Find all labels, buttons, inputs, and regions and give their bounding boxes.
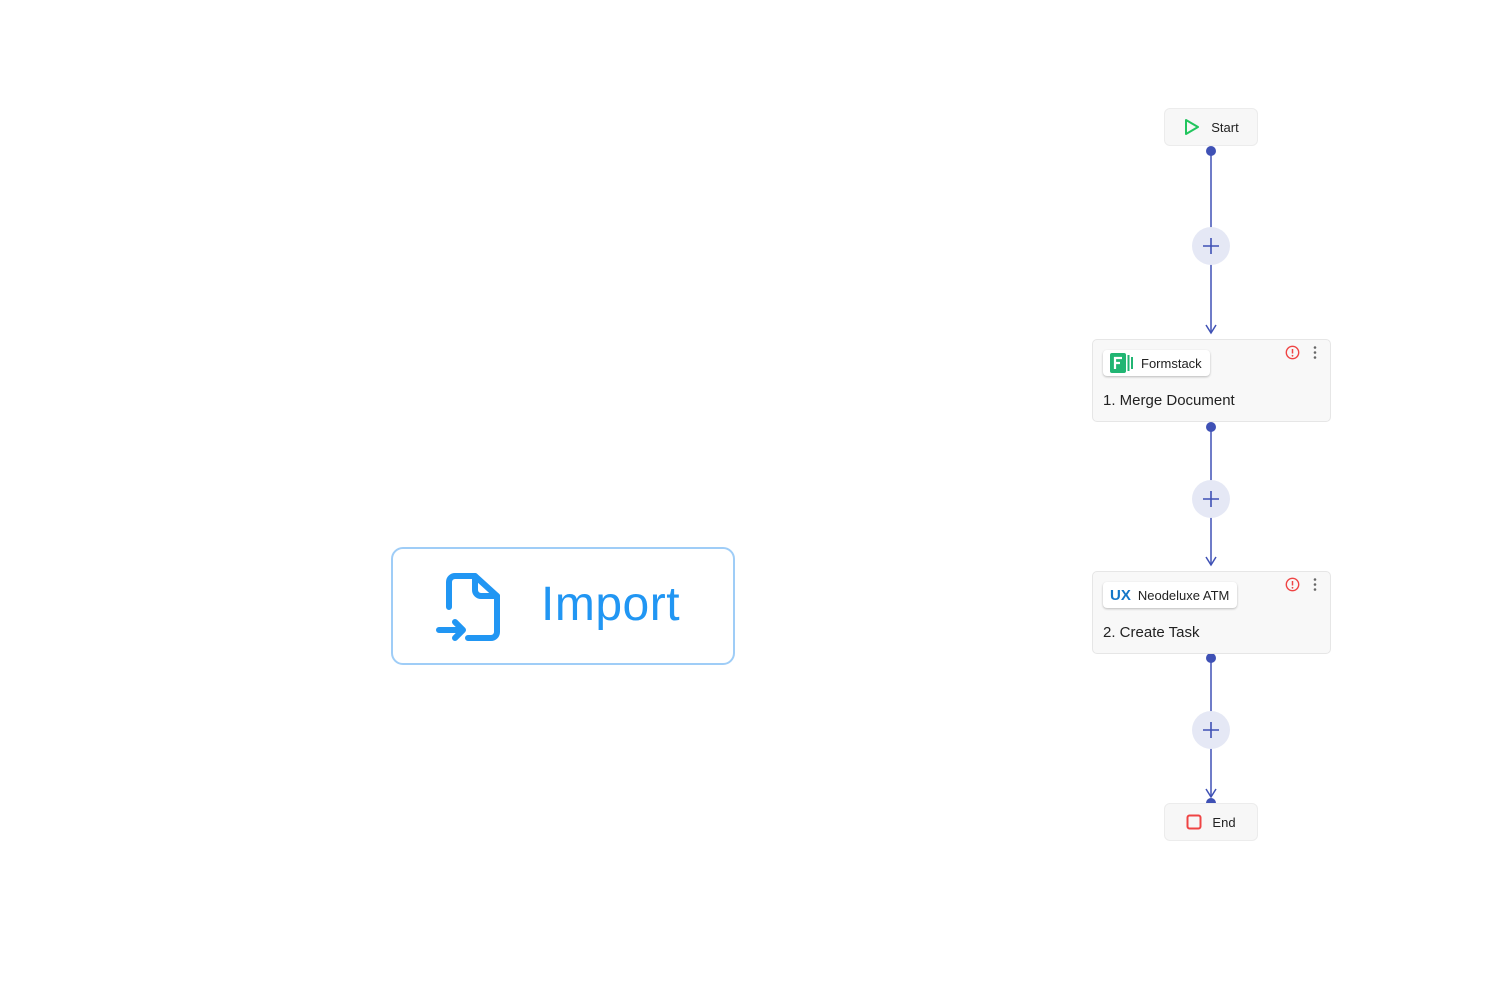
play-icon	[1185, 119, 1200, 135]
arrow-head	[1205, 556, 1217, 567]
plus-icon	[1203, 491, 1219, 507]
add-step-button[interactable]	[1192, 711, 1230, 749]
connector-dot	[1206, 653, 1216, 663]
alert-icon[interactable]	[1285, 345, 1300, 360]
arrow-head	[1205, 788, 1217, 799]
app-badge: UX Neodeluxe ATM	[1103, 582, 1238, 608]
app-badge: Formstack	[1103, 350, 1210, 376]
start-label: Start	[1211, 119, 1239, 135]
ux-logo-icon: UX	[1110, 586, 1131, 604]
step-title: 2. Create Task	[1103, 624, 1200, 641]
plus-icon	[1203, 722, 1219, 738]
stop-icon	[1186, 814, 1202, 830]
step-title: 1. Merge Document	[1103, 392, 1235, 409]
app-name: Neodeluxe ATM	[1137, 587, 1230, 603]
end-label: End	[1212, 814, 1236, 830]
file-import-icon	[436, 573, 500, 641]
connector-dot	[1206, 422, 1216, 432]
start-node[interactable]: Start	[1164, 108, 1258, 146]
more-options-icon[interactable]	[1312, 345, 1318, 360]
arrow-head	[1205, 324, 1217, 335]
end-node[interactable]: End	[1164, 803, 1258, 841]
alert-icon[interactable]	[1285, 577, 1300, 592]
add-step-button[interactable]	[1192, 227, 1230, 265]
more-options-icon[interactable]	[1312, 577, 1318, 592]
step-card[interactable]: Formstack 1. Merge Document	[1092, 339, 1331, 422]
import-button[interactable]: Import	[391, 547, 735, 665]
formstack-logo-icon	[1110, 353, 1133, 373]
import-label: Import	[541, 578, 681, 631]
connector-dot	[1206, 146, 1216, 156]
add-step-button[interactable]	[1192, 480, 1230, 518]
step-card[interactable]: UX Neodeluxe ATM 2. Create Task	[1092, 571, 1331, 654]
plus-icon	[1203, 238, 1219, 254]
app-name: Formstack	[1141, 355, 1202, 371]
